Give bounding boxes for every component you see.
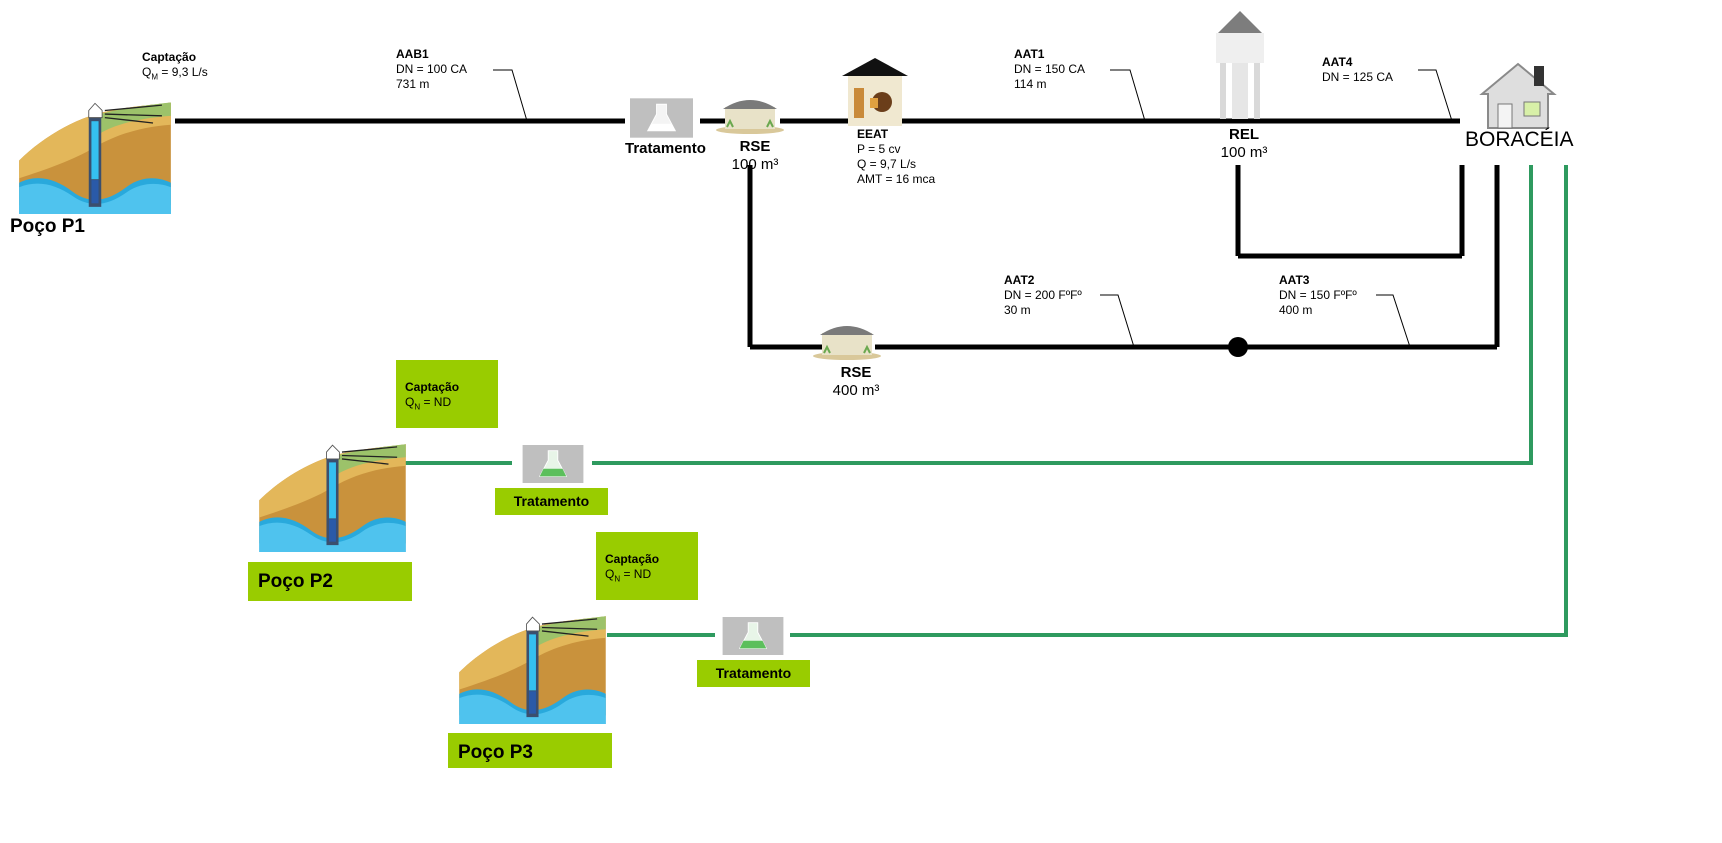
- junction-node-icon: [1228, 337, 1248, 357]
- captacao-p2-box: [396, 360, 498, 428]
- well-p2-icon: [258, 443, 407, 552]
- captacao-p3-box: [596, 532, 698, 600]
- pipe-aat1-length: 114 m: [1014, 77, 1047, 91]
- leader-aat3: [1376, 294, 1411, 348]
- well-p3-name: Poço P3: [458, 742, 533, 763]
- pipe-aat2-dn: DN = 200 FºFº: [1004, 288, 1082, 302]
- pump-station-flow: Q = 9,7 L/s: [857, 157, 917, 171]
- pipe-aat4-name: AAT4: [1322, 55, 1353, 69]
- captacao-p1-flow-sub: M: [151, 72, 159, 82]
- reservoir-rse400-name: RSE: [840, 364, 872, 381]
- captacao-p3-flow-sub: N: [614, 574, 621, 584]
- pump-station-power: P = 5 cv: [857, 142, 901, 156]
- pipe-aat1-dn: DN = 150 CA: [1014, 62, 1086, 76]
- leader-aat2: [1100, 294, 1135, 348]
- reservoir-rse400-icon: [812, 324, 882, 362]
- pump-house-icon: [842, 58, 908, 126]
- pipe-aat4-dn: DN = 125 CA: [1322, 70, 1394, 84]
- well-p2-box: [248, 562, 412, 601]
- captacao-p2-flow-symbol: Q: [405, 395, 415, 409]
- treatment-p2-label: Tratamento: [513, 493, 590, 509]
- flask-icon-p2: [522, 445, 584, 483]
- pipe-aat3-name: AAT3: [1279, 273, 1310, 287]
- pipe-aat4-label: AAT4 DN = 125 CA: [1322, 55, 1393, 85]
- captacao-p3-flow-value: = ND: [620, 567, 652, 581]
- treatment-p2-box: [495, 488, 608, 515]
- pipe-aat3-length: 400 m: [1279, 303, 1313, 317]
- reservoir-rel-label: REL 100 m³: [1212, 126, 1276, 162]
- reservoir-rse100-label: RSE 100 m³: [725, 138, 785, 174]
- captacao-p3-flow-symbol: Q: [605, 567, 615, 581]
- treatment-p3-label: Tratamento: [715, 665, 792, 681]
- elevated-tank-icon: [1216, 11, 1264, 119]
- captacao-p1-flow-symbol: Q: [142, 65, 152, 79]
- pipe-aat3-dn: DN = 150 FºFº: [1279, 288, 1357, 302]
- captacao-p2-label: Captação QN = ND: [405, 380, 459, 414]
- city-name: BORACÉIA: [1465, 128, 1574, 151]
- captacao-p1-title: Captação: [142, 50, 197, 64]
- pipe-aab1-name: AAB1: [396, 47, 429, 61]
- reservoir-rse100-name: RSE: [739, 138, 771, 155]
- captacao-p2-flow-value: = ND: [420, 395, 452, 409]
- leader-aat1: [1110, 69, 1146, 122]
- leader-lines: [493, 69, 1453, 348]
- pipe-aat2-length: 30 m: [1004, 303, 1031, 317]
- reservoir-rel-name: REL: [1229, 126, 1259, 143]
- pipe-aat1-label: AAT1 DN = 150 CA 114 m: [1014, 47, 1085, 92]
- pump-station-label: EEAT P = 5 cv Q = 9,7 L/s AMT = 16 mca: [857, 127, 935, 187]
- reservoir-rse400-label: RSE 400 m³: [820, 364, 892, 400]
- leader-aat4: [1418, 69, 1453, 122]
- captacao-p3-title: Captação: [605, 552, 660, 566]
- pump-station-head: AMT = 16 mca: [857, 172, 936, 186]
- pump-station-name: EEAT: [857, 127, 889, 141]
- pipe-aab1-length: 731 m: [396, 77, 430, 91]
- leader-aab1: [493, 69, 528, 122]
- secondary-network: [405, 165, 1568, 637]
- treatment-p3-box: [697, 660, 810, 687]
- well-p2-name: Poço P2: [258, 571, 333, 592]
- pipe-aat3-label: AAT3 DN = 150 FºFº 400 m: [1279, 273, 1357, 318]
- pipe-aat2-name: AAT2: [1004, 273, 1035, 287]
- captacao-p1-flow-value: = 9,3 L/s: [158, 65, 208, 79]
- captacao-p1-label: Captação QM = 9,3 L/s: [142, 50, 208, 84]
- captacao-p3-label: Captação QN = ND: [605, 552, 659, 586]
- well-p3-icon: [458, 615, 607, 724]
- reservoir-rse100-icon: [715, 98, 785, 136]
- pipe-aat2-label: AAT2 DN = 200 FºFº 30 m: [1004, 273, 1082, 318]
- pipe-aab1-dn: DN = 100 CA: [396, 62, 468, 76]
- treatment-main-label: Tratamento: [625, 140, 706, 157]
- captacao-p2-title: Captação: [405, 380, 460, 394]
- reservoir-rel-volume: 100 m³: [1220, 144, 1268, 161]
- pipe-aat1-name: AAT1: [1014, 47, 1045, 61]
- reservoir-rse100-volume: 100 m³: [731, 156, 779, 173]
- reservoir-rse400-volume: 400 m³: [832, 382, 880, 399]
- well-p1-icon: [18, 101, 172, 214]
- captacao-p2-flow-sub: N: [414, 402, 421, 412]
- well-p3-box: [448, 733, 612, 768]
- main-network: [175, 118, 1500, 357]
- house-icon: [1481, 63, 1555, 129]
- pipe-aab1-label: AAB1 DN = 100 CA 731 m: [396, 47, 467, 92]
- flask-icon-p3: [722, 617, 784, 655]
- well-p1-name: Poço P1: [10, 216, 85, 237]
- flask-icon: [630, 98, 693, 138]
